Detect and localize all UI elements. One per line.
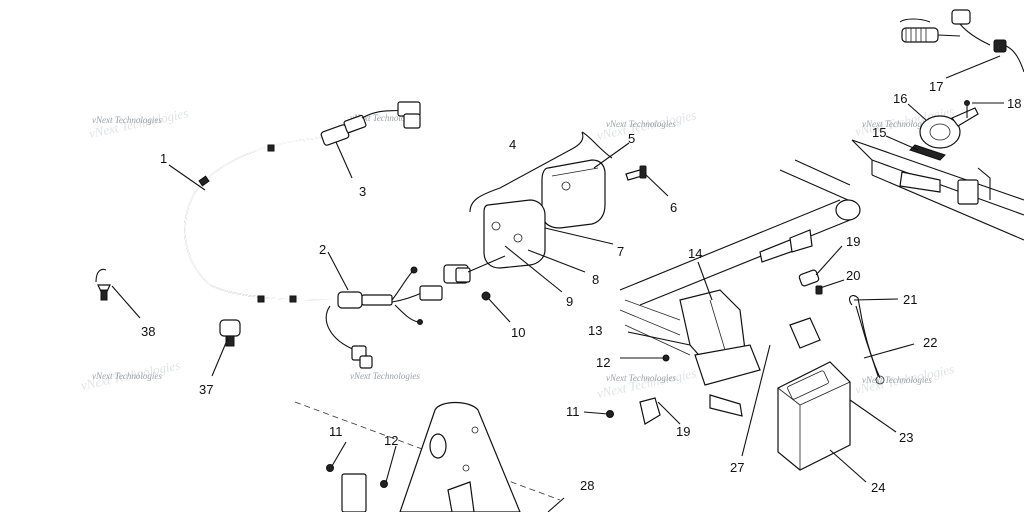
callout-21: 21: [903, 292, 917, 307]
callout-28: 28: [580, 478, 594, 493]
callout-6: 6: [670, 200, 677, 215]
watermark: vNext Technologies: [92, 371, 162, 381]
callout-12-lower: 12: [384, 433, 398, 448]
callout-23: 23: [899, 430, 913, 445]
callout-22: 22: [923, 335, 937, 350]
wiring-harness: [184, 101, 443, 369]
handlebar-switch: [899, 9, 1024, 73]
callouts: 1 2 3 4 5 6 7 8 9 10 11 11 12 12 13 14 1…: [141, 79, 1021, 495]
battery-bracket: [662, 289, 761, 417]
callout-8: 8: [592, 272, 599, 287]
watermark: vNext Technologies: [862, 375, 932, 385]
clip-38: [95, 268, 111, 301]
callout-13: 13: [588, 323, 602, 338]
callout-14: 14: [688, 246, 702, 261]
callout-17: 17: [929, 79, 943, 94]
watermark: vNext Technologies: [92, 115, 162, 125]
frame-right: [851, 139, 1024, 241]
callout-24: 24: [871, 480, 885, 495]
callout-2: 2: [319, 242, 326, 257]
callout-19-upper: 19: [846, 234, 860, 249]
watermark: vNext Technologies: [862, 119, 932, 129]
callout-11-lower: 11: [329, 424, 343, 439]
watermark-ghost: vNext Technologies: [596, 365, 698, 401]
battery: [777, 269, 851, 471]
watermark: vNext Technologies: [350, 113, 420, 123]
callout-16: 16: [893, 91, 907, 106]
watermark: vNext Technologies: [350, 371, 420, 381]
callout-11-right: 11: [566, 404, 580, 419]
callout-3: 3: [359, 184, 366, 199]
callout-15: 15: [872, 125, 886, 140]
frame-beam: [619, 159, 861, 356]
horn-assembly: [909, 100, 979, 161]
callout-20: 20: [846, 268, 860, 283]
callout-37: 37: [199, 382, 213, 397]
connector-upper: [320, 101, 421, 146]
lower-bracket: [294, 397, 661, 512]
watermark: vNext Technologies: [606, 119, 676, 129]
callout-18: 18: [1007, 96, 1021, 111]
callout-38: 38: [141, 324, 155, 339]
headlight-assembly: [443, 131, 647, 301]
callout-1: 1: [160, 151, 167, 166]
clip-37: [219, 319, 241, 347]
callout-27: 27: [730, 460, 744, 475]
callout-9: 9: [566, 294, 573, 309]
callout-7: 7: [617, 244, 624, 259]
vent-tube: [849, 295, 885, 385]
leader-lines: [111, 55, 1004, 512]
callout-12-right: 12: [596, 355, 610, 370]
callout-4: 4: [509, 137, 516, 152]
callout-5: 5: [628, 131, 635, 146]
watermark: vNext Technologies: [606, 373, 676, 383]
callout-19-lower: 19: [676, 424, 690, 439]
callout-10: 10: [511, 325, 525, 340]
connector-lower: [325, 266, 443, 369]
